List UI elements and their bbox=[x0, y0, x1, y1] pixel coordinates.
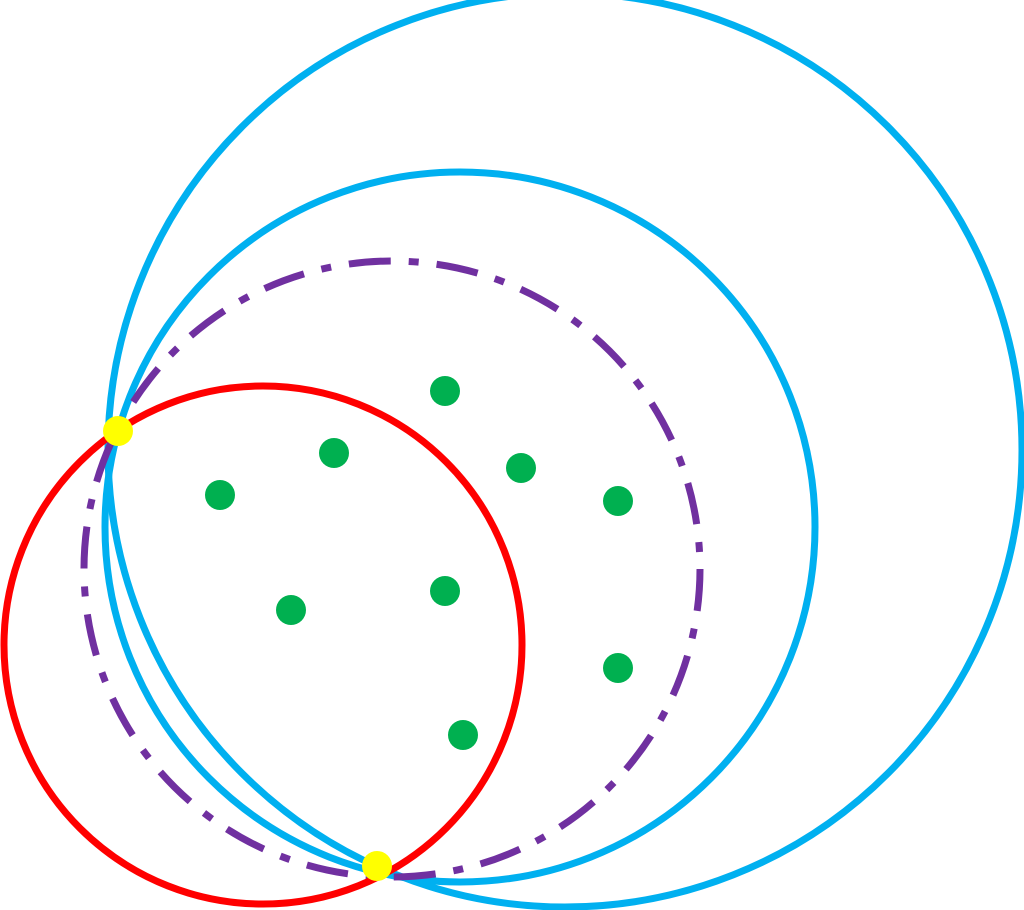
green-point bbox=[430, 376, 460, 406]
green-point bbox=[319, 438, 349, 468]
green-point bbox=[430, 576, 460, 606]
green-point bbox=[448, 720, 478, 750]
red-circle bbox=[0, 382, 526, 908]
green-point bbox=[276, 595, 306, 625]
purple-dashdot-circle bbox=[80, 257, 704, 881]
green-point bbox=[506, 453, 536, 483]
green-point bbox=[205, 480, 235, 510]
yellow-point-top bbox=[103, 416, 133, 446]
green-points bbox=[205, 376, 633, 750]
blue-circle-large bbox=[104, 0, 1024, 910]
blue-circle-medium bbox=[101, 168, 819, 886]
yellow-points bbox=[103, 416, 392, 881]
green-point bbox=[603, 653, 633, 683]
yellow-point-bottom bbox=[362, 851, 392, 881]
green-point bbox=[603, 486, 633, 516]
